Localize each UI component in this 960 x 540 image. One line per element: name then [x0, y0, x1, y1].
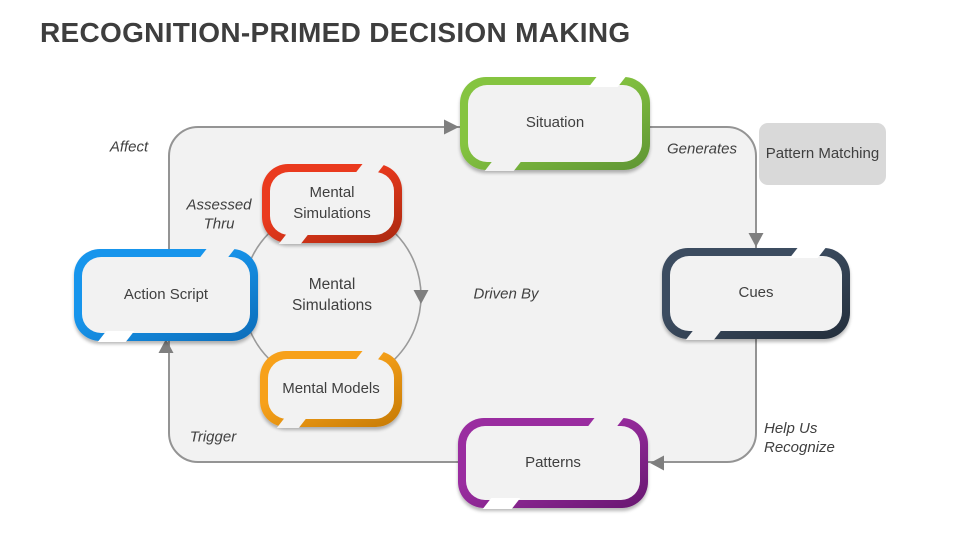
node-fill: [468, 85, 642, 162]
node-pattern-matching: Pattern Matching: [759, 123, 886, 185]
annotation-assessed-thru: Assessed Thru: [186, 196, 252, 232]
node-cues: Cues: [662, 247, 850, 340]
node-patterns: Patterns: [458, 417, 648, 509]
node-label: Mental Models: [282, 379, 380, 397]
page-title: RECOGNITION-PRIMED DECISION MAKING: [40, 17, 631, 48]
node-label: Mental Simulations: [293, 184, 371, 222]
node-mental-models: Mental Models: [260, 350, 402, 428]
node-label: Situation: [525, 114, 585, 132]
node-action-script: Action Script: [74, 248, 258, 342]
node-label: Cues: [738, 284, 774, 302]
node-fill: [270, 172, 394, 235]
node-label: Patterns: [525, 453, 581, 471]
node-situation: Situation: [460, 76, 650, 171]
node-mental-simulations: Mental Simulations: [262, 163, 402, 244]
node-fill: [466, 426, 640, 500]
annotation-trigger: Trigger: [189, 428, 237, 446]
node-fill: [268, 359, 394, 419]
annotation-driven-by: Driven By: [473, 285, 539, 303]
inner-loop-label: Mental Simulations: [291, 276, 373, 314]
node-label: Action Script: [123, 285, 209, 303]
annotation-generates: Generates: [666, 140, 738, 158]
annotation-help-us-recognize: Help Us Recognize: [764, 420, 835, 456]
node-fill: [82, 257, 250, 333]
annotation-affect: Affect: [109, 138, 149, 156]
node-fill: [670, 256, 842, 331]
